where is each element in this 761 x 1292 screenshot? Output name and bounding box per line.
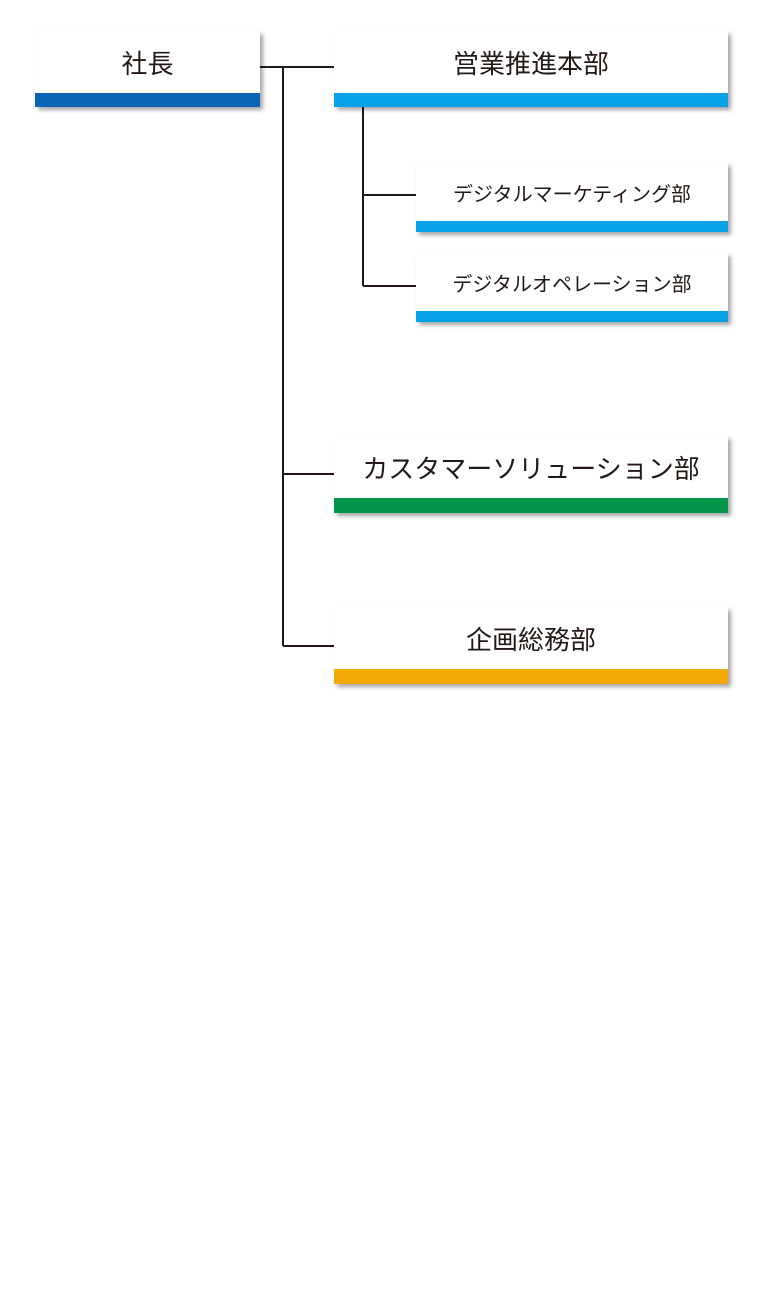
node-planning-admin-label: 企画総務部 [465, 625, 596, 656]
node-planning-admin: 企画総務部 [334, 607, 728, 684]
node-sales-division-color-bar [334, 93, 728, 107]
node-digital-operation-color-bar [416, 311, 728, 322]
node-planning-admin-color-bar [334, 669, 728, 684]
node-digital-marketing-color-bar [416, 221, 728, 232]
node-sales-division: 営業推進本部 [334, 31, 728, 107]
node-president-color-bar [35, 93, 260, 107]
node-customer-solution: カスタマーソリューション部 [334, 436, 728, 513]
node-customer-solution-label: カスタマーソリューション部 [362, 454, 700, 485]
node-sales-division-label: 営業推進本部 [452, 49, 609, 80]
node-digital-marketing-label: デジタルマーケティング部 [453, 181, 691, 206]
node-digital-operation: デジタルオペレーション部 [416, 253, 728, 322]
node-customer-solution-color-bar [334, 498, 728, 513]
node-digital-operation-label: デジタルオペレーション部 [452, 271, 692, 296]
node-president: 社長 [35, 31, 260, 107]
node-digital-marketing: デジタルマーケティング部 [416, 163, 728, 232]
node-president-label: 社長 [121, 49, 174, 80]
